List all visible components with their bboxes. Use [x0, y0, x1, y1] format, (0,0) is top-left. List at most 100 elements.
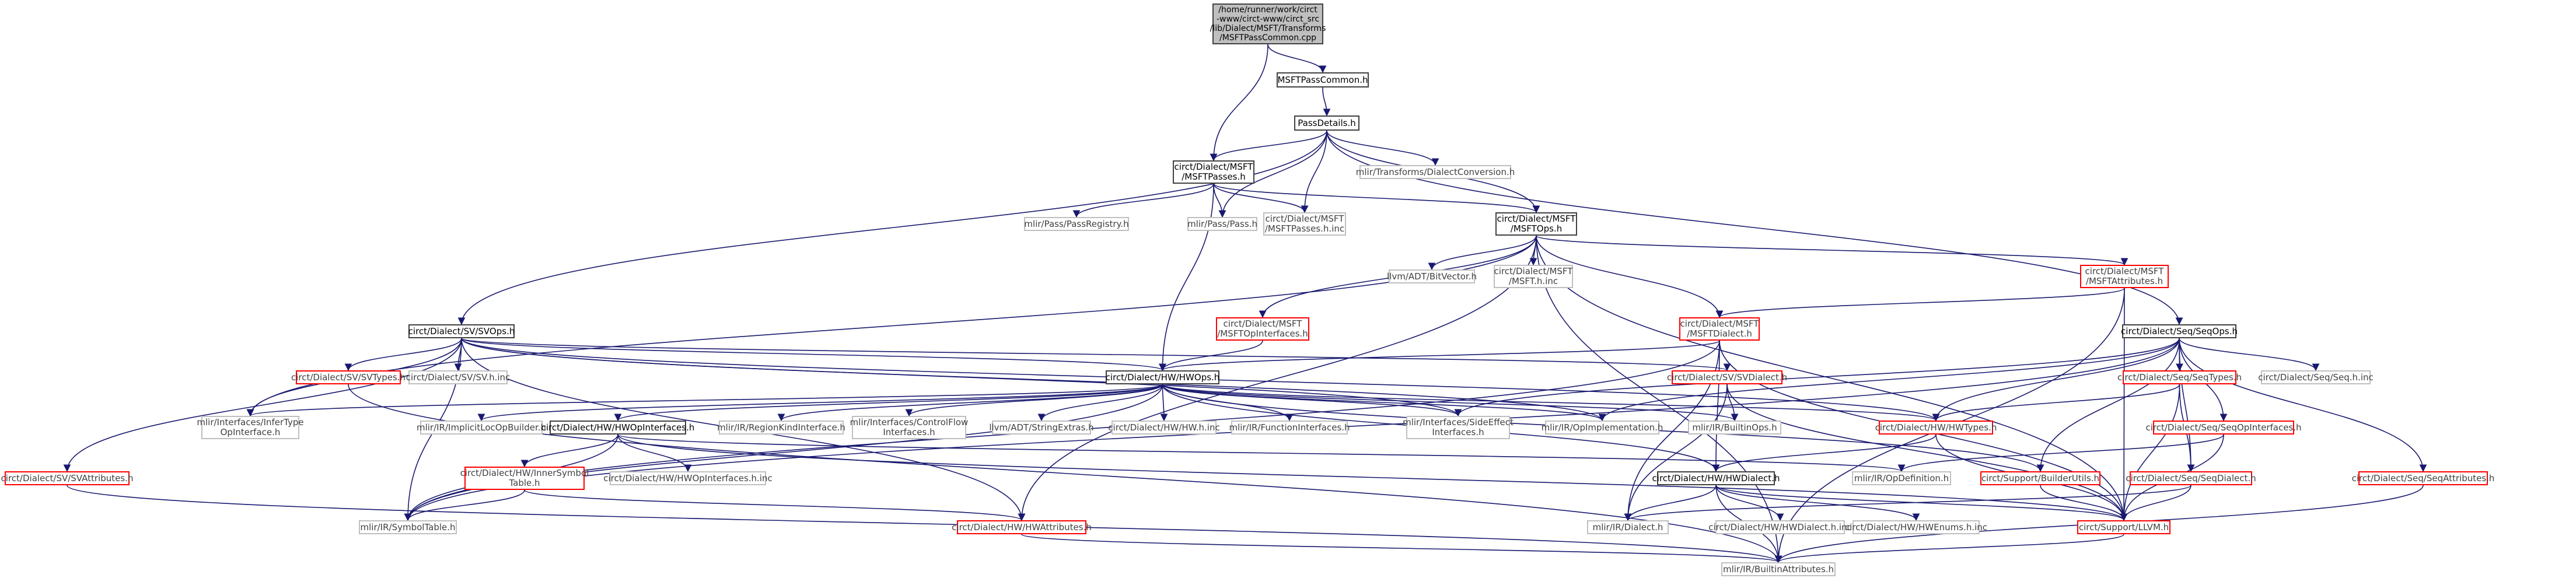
node-hw-types-h[interactable]: circt/Dialect/HW/HWTypes.h — [1875, 421, 1997, 435]
edge-sv-ops-h-to-sv-dialect-h — [461, 338, 1731, 372]
node-builder-utils-h[interactable]: circt/Support/BuilderUtils.h — [1980, 471, 2100, 485]
edge-hw-op-interfaces-h-to-inner-symbol-table-h — [520, 434, 618, 468]
node-seq-types-h[interactable]: circt/Dialect/Seq/SeqTypes.h — [2117, 370, 2242, 384]
edge-sv-dialect-h-to-mlir-dialect-h — [1624, 384, 1728, 521]
node-sv-ops-h[interactable]: circt/Dialect/SV/SVOps.h — [408, 324, 515, 338]
node-msft-ops-h[interactable]: circt/Dialect/MSFT /MSFTOps.h — [1495, 212, 1577, 236]
edge-sv-attributes-h-to-builtin-attributes-h — [67, 485, 1782, 563]
edge-pass-details-h-to-sv-ops-h — [457, 130, 1327, 325]
edge-hw-ops-h-to-symbol-table-h — [404, 384, 1163, 521]
edge-sv-dialect-h-to-support-llvm-h — [1726, 384, 2128, 521]
node-inner-symbol-table-h[interactable]: circt/Dialect/HW/InnerSymbol Table.h — [460, 467, 589, 490]
node-seq-h-inc: circt/Dialect/Seq/Seq.h.inc — [2258, 370, 2374, 384]
edge-support-llvm-h-to-builtin-attributes-h — [1774, 534, 2124, 563]
node-msft-attributes-h[interactable]: circt/Dialect/MSFT /MSFTAttributes.h — [2080, 265, 2169, 288]
edge-hw-ops-h-to-control-flow-interfaces-h — [905, 384, 1163, 417]
edge-builder-utils-h-to-support-llvm-h — [2040, 485, 2128, 521]
node-symbol-table-h: mlir/IR/SymbolTable.h — [359, 520, 457, 534]
edge-hw-ops-h-to-hw-types-h — [1162, 384, 1939, 422]
edge-hw-ops-h-to-hw-h-inc — [1160, 384, 1168, 422]
node-msft-pass-common-h[interactable]: MSFTPassCommon.h — [1277, 72, 1369, 87]
node-op-definition-h: mlir/IR/OpDefinition.h — [1852, 471, 1951, 485]
edge-msft-pass-common-cpp-to-msft-pass-common-h — [1267, 44, 1327, 73]
edge-pass-details-h-to-pass-h — [1218, 130, 1327, 218]
node-msft-passes-inc: circt/Dialect/MSFT /MSFTPasses.h.inc — [1263, 212, 1346, 236]
edge-hw-attributes-h-to-builtin-attributes-h — [1021, 534, 1782, 563]
node-sv-dialect-h[interactable]: circt/Dialect/SV/SVDialect.h — [1667, 370, 1787, 384]
edge-seq-types-h-to-support-llvm-h — [2120, 384, 2180, 521]
edge-pass-details-h-to-seq-ops-h — [1326, 130, 2183, 325]
node-infer-type-op-interface-h: mlir/Interfaces/InferType OpInterface.h — [197, 416, 304, 439]
edge-hw-dialect-h-to-hw-enums-inc — [1715, 485, 1920, 521]
edge-seq-ops-h-to-seq-h-inc — [2179, 338, 2320, 372]
node-sv-types-h[interactable]: circt/Dialect/SV/SVTypes.h — [291, 370, 406, 384]
edge-msft-attributes-h-to-msft-dialect-h — [1715, 288, 2125, 318]
node-sv-attributes-h[interactable]: circt/Dialect/SV/SVAttributes.h — [1, 471, 133, 485]
edge-sv-ops-h-to-hw-ops-h — [461, 338, 1166, 372]
node-hw-attributes-h[interactable]: circt/Dialect/HW/HWAttributes.h — [952, 520, 1092, 534]
node-side-effect-interfaces-h: mlir/Interfaces/SideEffect Interfaces.h — [1403, 416, 1514, 439]
edge-hw-ops-h-to-hw-op-interfaces-h — [614, 384, 1163, 422]
node-hw-op-interfaces-inc: circt/Dialect/HW/HWOpInterfaces.h.inc — [603, 471, 773, 485]
edge-msft-ops-h-to-msft-dialect-h — [1536, 235, 1724, 318]
edge-msft-dialect-h-to-hw-ops-h — [1159, 340, 1720, 372]
node-hw-enums-inc: circt/Dialect/HW/HWEnums.h.inc — [1845, 520, 1987, 534]
node-sv-h-inc: circt/Dialect/SV/SV.h.inc — [406, 370, 510, 384]
edge-msft-ops-h-to-msft-attributes-h — [1536, 235, 2128, 266]
edge-pass-details-h-to-msft-passes-inc — [1301, 130, 1327, 213]
node-implicit-loc-op-builder-h: mlir/IR/ImplicitLocOpBuilder.h — [417, 421, 546, 435]
node-region-kind-interface-h: mlir/IR/RegionKindInterface.h — [717, 421, 845, 435]
edge-hw-ops-h-to-implicit-loc-op-builder-h — [478, 384, 1163, 422]
edge-hw-ops-h-to-builtin-ops-h — [1162, 384, 1739, 422]
node-pass-registry-h: mlir/Pass/PassRegistry.h — [1024, 217, 1129, 231]
edge-hw-ops-h-to-op-implementation-h — [1162, 384, 1606, 422]
node-hw-h-inc: circt/Dialect/HW/HW.h.inc — [1108, 421, 1220, 435]
node-op-implementation-h: mlir/IR/OpImplementation.h — [1542, 421, 1663, 435]
node-mlir-dialect-h: mlir/IR/Dialect.h — [1587, 520, 1669, 534]
edge-seq-types-h-to-hw-types-h — [1932, 384, 2180, 422]
edge-msft-passes-h-to-pass-registry-h — [1072, 183, 1214, 218]
node-msft-op-interfaces-h[interactable]: circt/Dialect/MSFT /MSFTOpInterfaces.h — [1216, 317, 1309, 341]
node-hw-op-interfaces-h[interactable]: circt/Dialect/HW/HWOpInterfaces.h — [541, 421, 694, 435]
node-seq-ops-h[interactable]: circt/Dialect/Seq/SeqOps.h — [2121, 324, 2238, 338]
node-msft-pass-common-cpp: /home/runner/work/circt -www/circt-www/c… — [1210, 3, 1326, 44]
edge-msft-passes-h-to-msft-ops-h — [1213, 183, 1540, 213]
edge-sv-ops-h-to-sv-attributes-h — [63, 338, 462, 472]
edge-pass-details-h-to-msft-passes-h — [1210, 130, 1327, 162]
edge-hw-dialect-h-to-mlir-dialect-h — [1624, 485, 1717, 521]
edge-msft-passes-h-to-hw-ops-h — [1159, 183, 1214, 372]
edge-hw-types-h-to-hw-dialect-h — [1712, 434, 1937, 472]
edge-sv-types-h-to-builtin-attributes-h — [348, 384, 1782, 563]
edge-msft-pass-common-cpp-to-msft-passes-h — [1210, 44, 1268, 162]
node-msft-dialect-h[interactable]: circt/Dialect/MSFT /MSFTDialect.h — [1679, 317, 1760, 341]
edge-pass-details-h-to-dialect-conversion-h — [1326, 130, 1439, 166]
edge-seq-ops-h-to-seq-dialect-h — [2179, 338, 2195, 472]
edge-seq-op-interfaces-h-to-op-definition-h — [1897, 434, 2224, 472]
node-seq-dialect-h[interactable]: circt/Dialect/Seq/SeqDialect.h — [2126, 471, 2256, 485]
edge-hw-op-interfaces-h-to-hw-op-interfaces-inc — [617, 434, 692, 472]
node-control-flow-interfaces-h: mlir/Interfaces/ControlFlow Interfaces.h — [850, 416, 968, 439]
edge-msft-pass-common-h-to-pass-details-h — [1322, 87, 1331, 117]
edge-hw-dialect-h-to-hw-dialect-inc — [1715, 485, 1784, 521]
node-builtin-attributes-h: mlir/IR/BuiltinAttributes.h — [1721, 562, 1836, 576]
node-hw-ops-h[interactable]: circt/Dialect/HW/HWOps.h — [1106, 370, 1219, 384]
node-seq-attributes-h[interactable]: circt/Dialect/Seq/SeqAttributes.h — [2352, 471, 2494, 485]
node-support-llvm-h[interactable]: circt/Support/LLVM.h — [2077, 520, 2170, 534]
edge-seq-ops-h-to-builder-utils-h — [2036, 338, 2180, 472]
node-pass-details-h[interactable]: PassDetails.h — [1294, 115, 1359, 131]
edge-hw-ops-h-to-infer-type-op-interface-h — [247, 384, 1163, 417]
edge-seq-dialect-h-to-support-llvm-h — [2120, 485, 2191, 521]
node-msft-passes-h[interactable]: circt/Dialect/MSFT /MSFTPasses.h — [1173, 160, 1254, 184]
edge-hw-ops-h-to-string-extras-h — [1037, 384, 1163, 422]
node-seq-op-interfaces-h[interactable]: circt/Dialect/Seq/SeqOpInterfaces.h — [2145, 421, 2302, 435]
edge-hw-dialect-h-to-support-llvm-h — [1715, 485, 2128, 521]
node-string-extras-h: llvm/ADT/StringExtras.h — [989, 421, 1094, 435]
edge-seq-ops-h-to-seq-attributes-h — [2179, 338, 2427, 472]
edge-msft-ops-h-to-bit-vector-h — [1428, 235, 1537, 271]
edge-msft-ops-h-to-support-llvm-h — [1536, 235, 2128, 521]
node-msft-h-inc: circt/Dialect/MSFT /MSFT.h.inc — [1494, 265, 1573, 288]
node-hw-dialect-h[interactable]: circt/Dialect/HW/HWDialect.h — [1652, 471, 1780, 485]
node-dialect-conversion-h: mlir/Transforms/DialectConversion.h — [1356, 165, 1515, 179]
